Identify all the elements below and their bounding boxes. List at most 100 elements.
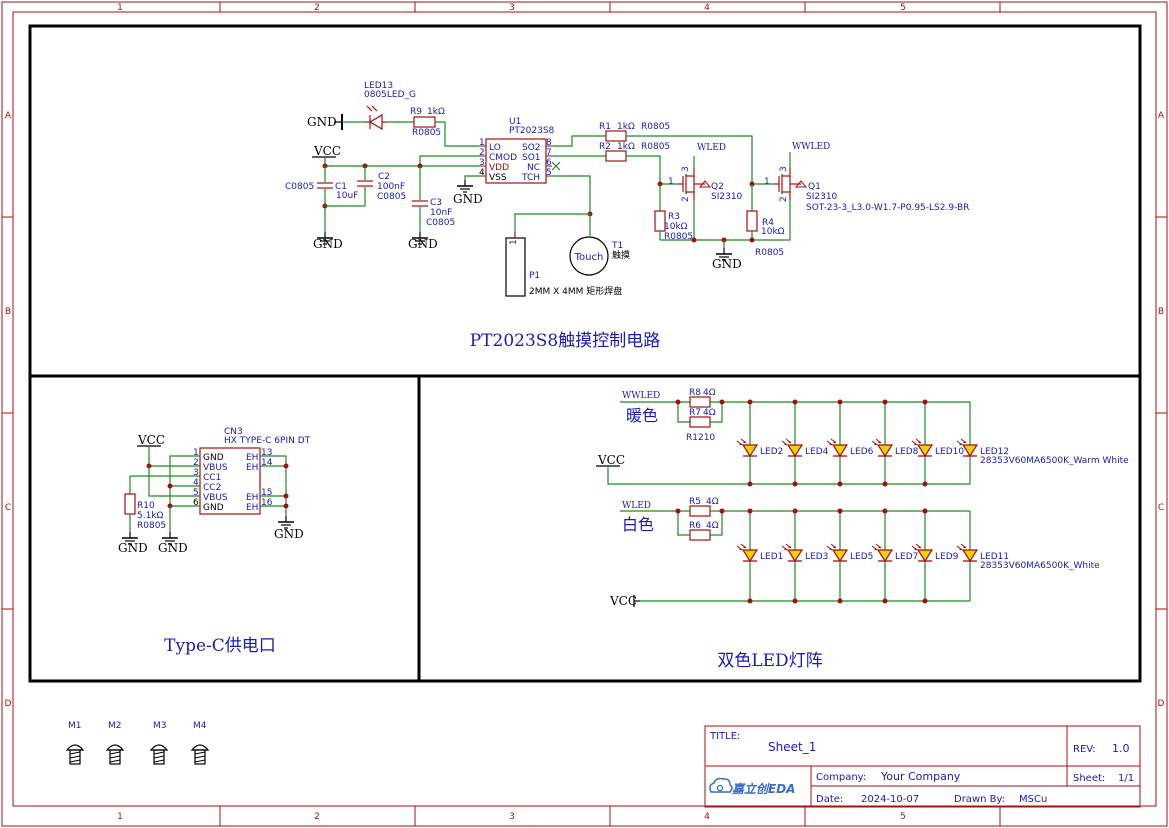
led-icon: [736, 543, 758, 562]
cn3-pin-num: 2: [193, 458, 199, 468]
wwled-net: WWLED: [622, 391, 660, 401]
cn3-pin-num: 16: [261, 498, 273, 508]
wwled-net: WWLED: [792, 142, 830, 152]
cn3-pin-num: 5: [193, 488, 199, 498]
screw-icon: [150, 744, 168, 765]
r9-val: 1kΩ: [427, 107, 445, 117]
col-label: 2: [314, 3, 320, 13]
u1-pin-num: 6: [546, 158, 552, 168]
r9: [413, 116, 436, 128]
u1-pin-num: 5: [546, 168, 552, 178]
led-label: LED9: [935, 552, 959, 562]
row-label: C: [1158, 503, 1164, 513]
r9-ref: R9: [410, 107, 422, 117]
led-label: LED8: [895, 447, 919, 457]
r2-ref: R2: [599, 142, 611, 152]
led-icon: [871, 438, 893, 457]
r3-val: 10kΩ: [664, 222, 688, 232]
mount-label: M4: [193, 721, 207, 731]
touch-pad-label: Touch: [574, 252, 604, 263]
row-label: B: [1158, 307, 1164, 317]
c3-ref: C3: [430, 198, 442, 208]
u1-pin: TCH: [521, 173, 540, 183]
cn3-pin-num: 6: [193, 498, 199, 508]
col-label: 1: [117, 812, 123, 822]
cloud-icon: [709, 777, 733, 793]
warm-label: 暖色: [626, 406, 658, 425]
c1-ref: C1: [335, 182, 347, 192]
u1-val: PT2023S8: [509, 126, 555, 136]
block-title-led: 双色LED灯阵: [717, 651, 822, 671]
sheet-label: Sheet:: [1073, 773, 1105, 784]
r9-pkg: R0805: [412, 128, 441, 138]
cn3-pin: CC1: [203, 473, 221, 483]
c2-val: 100nF: [377, 182, 405, 192]
r5-ref: R5: [689, 497, 701, 507]
q1-pin: 2: [779, 196, 789, 202]
row-label: D: [1158, 699, 1165, 709]
sheet-value: 1/1: [1118, 773, 1134, 784]
drawn-label: Drawn By:: [954, 794, 1005, 805]
led-label: LED4: [805, 447, 829, 457]
vcc-label: VCC: [609, 594, 637, 608]
led13: [365, 105, 387, 131]
cn3-pin-num: 1: [193, 448, 199, 458]
row-label: A: [1158, 111, 1165, 121]
r6-val: 4Ω: [706, 521, 719, 531]
r4: [746, 210, 758, 232]
screw-icon: [66, 744, 84, 765]
cn3-pin-num: 15: [261, 488, 272, 498]
mount-label: M3: [153, 721, 167, 731]
col-label: 5: [900, 3, 906, 13]
q1-ref: Q1: [808, 182, 821, 192]
row-label: D: [5, 699, 12, 709]
u1-pin: VSS: [489, 173, 507, 183]
led-label: LED12: [980, 447, 1009, 457]
r2-pkg: R0805: [641, 142, 670, 152]
c2-ref: C2: [378, 172, 390, 182]
col-label: 4: [704, 3, 710, 13]
r7-val: 4Ω: [703, 408, 716, 418]
gnd-label: GND: [453, 192, 483, 206]
cn3-connector: [199, 447, 261, 515]
c1-pkg: C0805: [285, 182, 314, 192]
cn3-pin-num: 13: [261, 448, 272, 458]
r1-val: 1kΩ: [617, 122, 635, 132]
cn3-pin: EH: [246, 463, 258, 473]
white-led-part: 28353V60MA6500K_White: [980, 561, 1100, 571]
drawn-value: MSCu: [1019, 794, 1047, 805]
r10-val: 5.1kΩ: [137, 511, 164, 521]
r1: [605, 130, 627, 142]
led-icon: [826, 543, 848, 562]
block-title-typec: Type-C供电口: [164, 636, 276, 656]
p1-pin: 1: [509, 239, 519, 245]
cn3-pin: VBUS: [203, 463, 228, 473]
p1-val: 2MM X 4MM 矩形焊盘: [529, 285, 622, 297]
u1-ref: U1: [509, 117, 521, 127]
t1-val: 触摸: [612, 249, 630, 261]
q1-pin: 1: [764, 177, 770, 187]
q1-pin: 3: [779, 166, 789, 172]
u1-pin: LO: [489, 143, 501, 153]
gnd-label: GND: [274, 527, 304, 541]
led-label: LED2: [760, 447, 783, 457]
p1-ref: P1: [529, 271, 540, 281]
typec-circuit: VCC CN3 HX TYPE-C 6PIN DT GND VBUS CC1 C…: [118, 427, 311, 555]
u1-pin-num: 1: [479, 138, 485, 148]
led-label: LED3: [805, 552, 828, 562]
q2-ref: Q2: [711, 182, 724, 192]
block-title-touch: PT2023S8触摸控制电路: [470, 331, 661, 351]
cn3-pin-num: 14: [261, 458, 273, 468]
r10: [124, 493, 136, 515]
date-value: 2024-10-07: [861, 794, 919, 805]
cn3-ref: CN3: [224, 427, 243, 437]
cn3-pin: EH: [246, 503, 258, 513]
r4-ref: R4: [762, 218, 774, 228]
vcc-label: VCC: [137, 433, 165, 447]
u1-pin: VDD: [489, 163, 509, 173]
mount-label: M2: [108, 721, 122, 731]
col-label: 2: [314, 812, 320, 822]
gnd-label: GND: [118, 541, 148, 555]
u1-pin: SO2: [522, 143, 541, 153]
